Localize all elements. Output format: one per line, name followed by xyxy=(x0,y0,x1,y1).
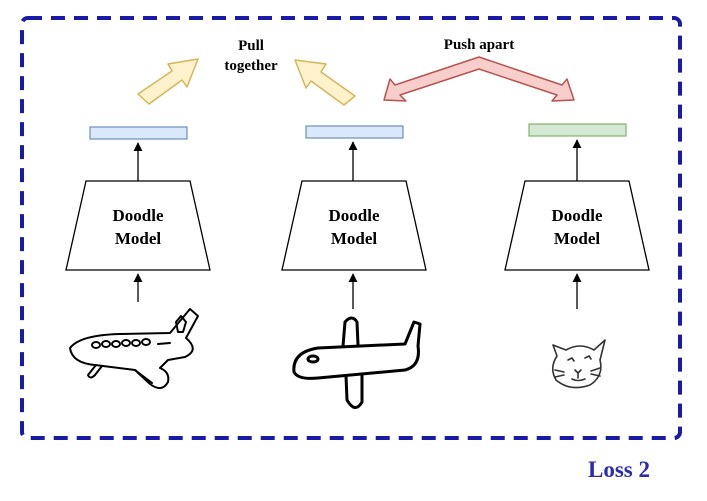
model-label-2-line2: Model xyxy=(331,229,378,248)
pull-arrow-right xyxy=(294,59,356,106)
doodle-model-encoder-3 xyxy=(504,180,650,271)
model-label-3-line1: Doodle xyxy=(552,206,603,225)
embedding-vector-3 xyxy=(528,123,627,137)
model-label-3-line2: Model xyxy=(554,229,601,248)
model-column-1: Doodle Model xyxy=(65,126,211,389)
push-label: Push apart xyxy=(444,37,514,53)
embedding-vector-2 xyxy=(305,125,404,139)
pull-label-line1: Pull xyxy=(238,38,264,54)
pull-arrow-left xyxy=(137,58,199,105)
doodle-model-encoder-2 xyxy=(281,180,427,271)
model-label-1-line2: Model xyxy=(115,229,162,248)
model-column-2: Doodle Model xyxy=(281,125,427,409)
pull-label-line2: together xyxy=(224,58,278,74)
model-column-3: Doodle Model xyxy=(504,123,650,389)
embedding-vector-1 xyxy=(89,126,188,140)
model-label-1-line1: Doodle xyxy=(113,206,164,225)
dashed-frame xyxy=(20,16,682,440)
cat-doodle xyxy=(551,339,606,389)
model-label-2-line1: Doodle xyxy=(329,206,380,225)
push-apart-arrow xyxy=(383,56,575,102)
airplane-doodle-detailed xyxy=(69,308,199,389)
airplane-doodle-simple xyxy=(292,316,422,409)
loss-label: Loss 2 xyxy=(588,457,650,482)
doodle-model-encoder-1 xyxy=(65,180,211,271)
